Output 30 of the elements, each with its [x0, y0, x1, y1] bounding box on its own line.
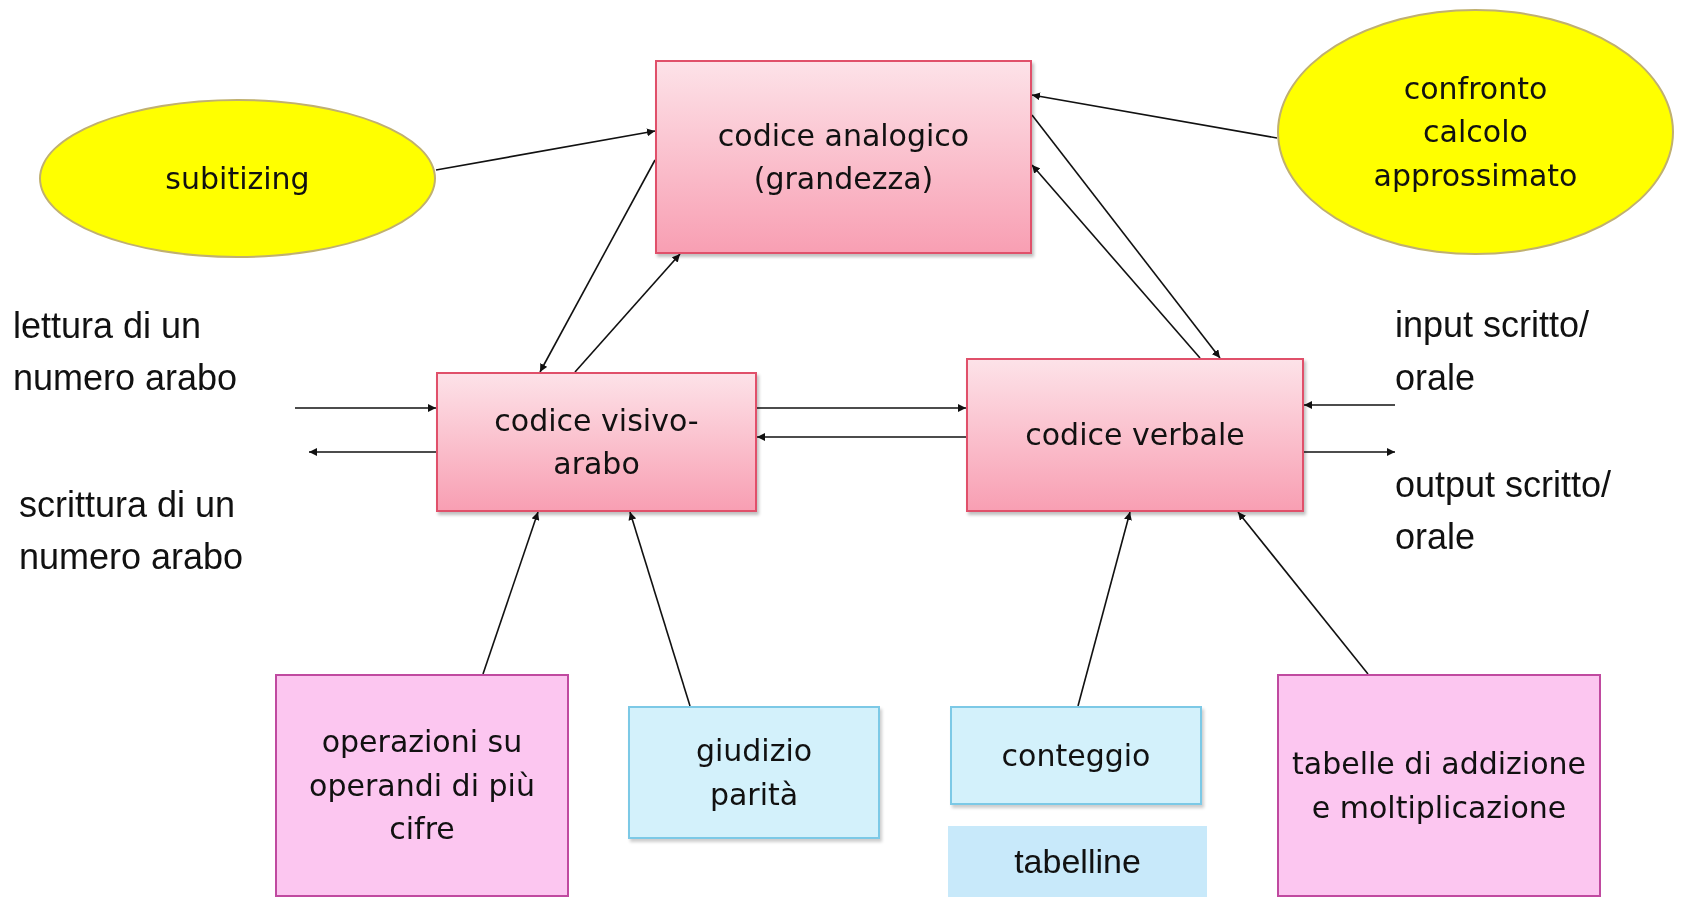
arrow [308, 448, 437, 456]
process-box: tabelline [948, 826, 1207, 897]
label-text: lettura di un numero arabo [13, 300, 295, 418]
arrow [1077, 511, 1132, 707]
label-text: input scritto/ orale [1395, 300, 1655, 415]
process-box: codice verbale [966, 358, 1304, 512]
arrow [1303, 401, 1396, 409]
process-box: tabelle di addizione e moltiplicazione [1277, 674, 1601, 897]
arrow [1031, 92, 1278, 139]
arrow [1031, 114, 1221, 359]
arrow [756, 404, 967, 412]
arrow [756, 433, 967, 441]
arrow [1237, 511, 1369, 675]
arrow [628, 511, 691, 707]
arrow [574, 253, 681, 373]
process-box: giudizio parità [628, 706, 880, 839]
label-text: output scritto/ orale [1395, 440, 1677, 570]
oval-node: confronto calcolo approssimato [1277, 9, 1674, 255]
process-box: conteggio [950, 706, 1202, 805]
arrow [482, 511, 540, 675]
process-box: operazioni su operandi di più cifre [275, 674, 569, 897]
process-box: codice analogico (grandezza) [655, 60, 1032, 254]
process-box: codice visivo-arabo [436, 372, 757, 512]
arrow [1303, 448, 1396, 456]
arrow [294, 404, 437, 412]
label-text: scrittura di un numero arabo [19, 440, 309, 588]
arrow [435, 128, 656, 171]
arrow [1031, 164, 1201, 359]
oval-node: subitizing [39, 99, 436, 258]
arrow [539, 159, 656, 373]
